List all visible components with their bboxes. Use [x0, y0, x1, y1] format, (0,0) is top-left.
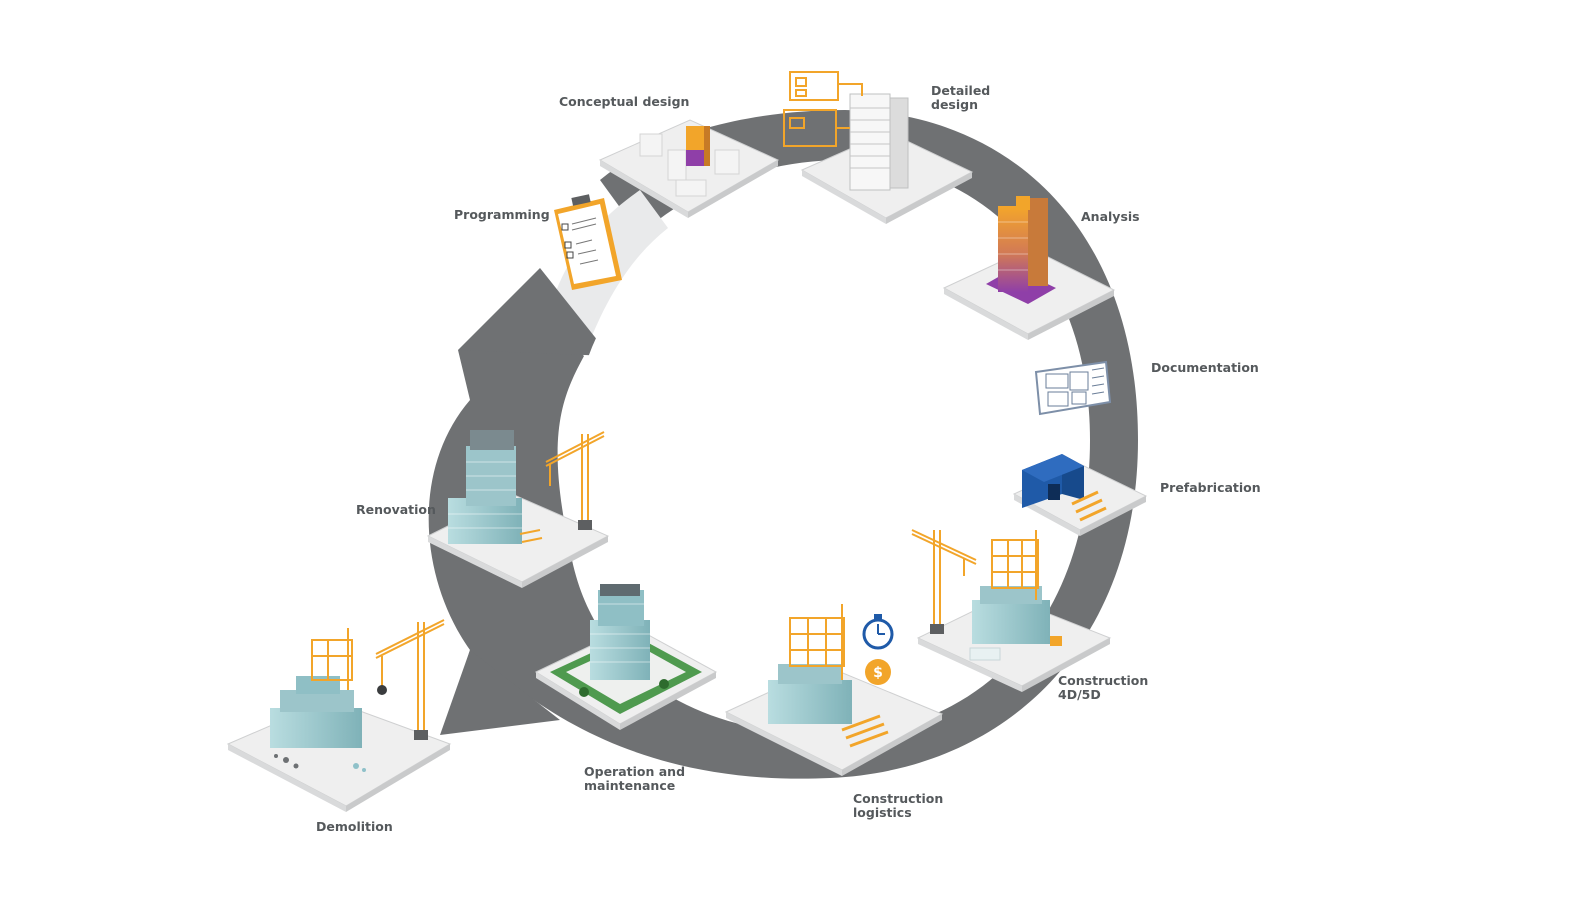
label-detailed-design: Detailed design	[931, 83, 991, 112]
ring-center	[574, 200, 1050, 676]
massing-model-icon	[598, 119, 780, 218]
floor-plan-tower-icon	[783, 71, 974, 224]
label-operation-maintenance: Operation and maintenance	[584, 764, 686, 793]
label-programming: Programming	[454, 207, 550, 222]
stopwatch-cost-icon: $	[724, 604, 944, 776]
ring-tail-arrow	[440, 650, 560, 735]
clipboard-checklist-icon	[554, 194, 622, 290]
tower-crane-icon	[426, 430, 610, 588]
svg-text:$: $	[873, 665, 883, 681]
tower-lawn-icon	[534, 584, 718, 730]
label-renovation: Renovation	[356, 502, 436, 517]
label-conceptual-design: Conceptual design	[559, 94, 690, 109]
label-construction-4d5d: Construction 4D/5D	[1058, 673, 1149, 702]
label-prefabrication: Prefabrication	[1160, 480, 1261, 495]
label-demolition: Demolition	[316, 819, 393, 834]
ring-arrowhead	[458, 268, 610, 356]
label-construction-logistics: Construction logistics	[853, 791, 944, 820]
crane-scaffold-icon	[911, 529, 1112, 692]
factory-module-icon	[1012, 454, 1148, 536]
lifecycle-ring	[428, 110, 1138, 779]
drawing-sheet-icon	[1034, 360, 1112, 416]
wrecking-crane-icon	[226, 619, 452, 812]
gradient-tower-icon	[942, 196, 1116, 340]
label-documentation: Documentation	[1151, 360, 1259, 375]
label-analysis: Analysis	[1081, 209, 1140, 224]
